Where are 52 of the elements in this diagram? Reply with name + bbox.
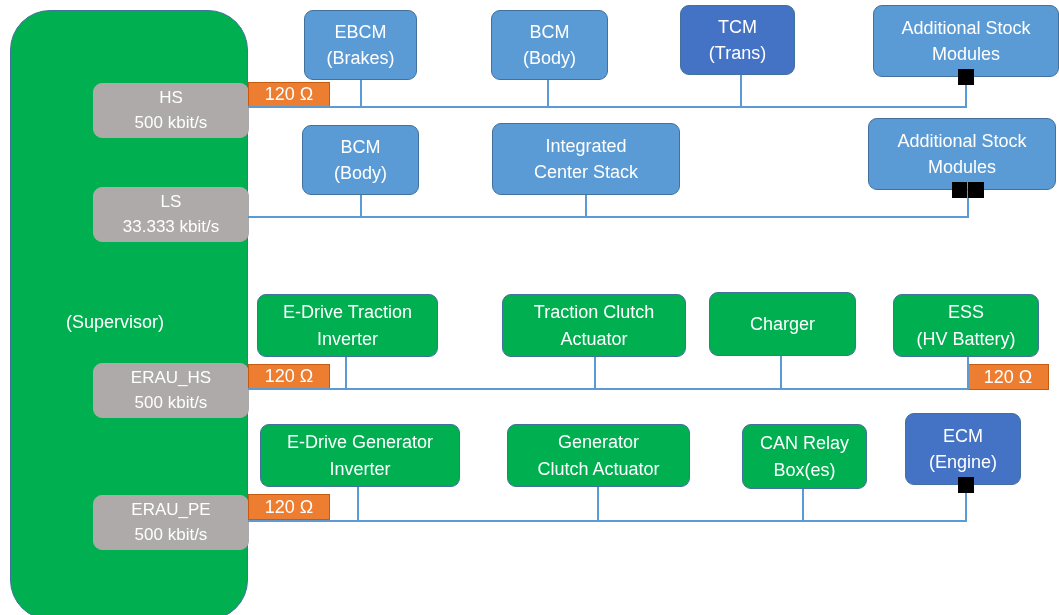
module-name: Integrated Center Stack [532, 134, 639, 184]
module-box [304, 10, 417, 80]
resistance-value: 120 Ω [983, 365, 1033, 389]
module-box [680, 5, 795, 75]
terminating-resistor [248, 82, 330, 107]
module-name: BCM (Body) [523, 20, 576, 70]
bus-port [93, 83, 249, 138]
bus-port [93, 363, 249, 418]
module-name: Charger [750, 312, 815, 336]
bus-name: ERAU_PE [131, 498, 211, 521]
module-name: E-Drive Generator Inverter [285, 431, 435, 481]
module-name: Additional Stock Modules [900, 16, 1032, 66]
module-name: TCM (Trans) [708, 15, 767, 65]
module-name: Traction Clutch Actuator [532, 301, 656, 351]
bus-speed: 500 kbit/s [134, 523, 208, 546]
terminating-resistor [967, 364, 1049, 390]
module-box [492, 123, 680, 195]
terminating-resistor [248, 494, 330, 520]
resistance-value: 120 Ω [264, 365, 314, 389]
bus-speed: 500 kbit/s [134, 391, 208, 414]
module-name: Generator Clutch Actuator [536, 431, 661, 481]
module-name: ESS (HV Battery) [916, 301, 1016, 351]
bus-name: ERAU_HS [130, 366, 212, 389]
module-box [257, 294, 438, 357]
module-box [868, 118, 1056, 190]
module-box [491, 10, 608, 80]
module-name: CAN Relay Box(es) [759, 432, 850, 482]
module-box [893, 294, 1039, 357]
module-name: Additional Stock Modules [896, 129, 1028, 179]
resistance-value: 120 Ω [264, 495, 314, 519]
controller-panel [10, 10, 248, 615]
controller-label: (Supervisor) [66, 311, 165, 334]
module-box [260, 424, 460, 487]
module-name: ECM (Engine) [928, 424, 997, 474]
module-box [873, 5, 1059, 77]
module-box [742, 424, 867, 489]
module-name: EBCM (Brakes) [326, 20, 395, 70]
module-box [507, 424, 690, 487]
bus-port [93, 187, 249, 242]
module-box [905, 413, 1021, 485]
resistance-value: 120 Ω [264, 83, 314, 107]
bus-port [93, 495, 249, 550]
module-name: E-Drive Traction Inverter [281, 301, 413, 351]
bus-name: HS [159, 86, 183, 109]
module-name: BCM (Body) [334, 135, 387, 185]
bus-speed: 500 kbit/s [134, 111, 208, 134]
bus-speed: 33.333 kbit/s [122, 215, 220, 238]
bus-name: LS [160, 190, 182, 213]
module-box [502, 294, 686, 357]
terminating-resistor [248, 364, 330, 389]
module-box [709, 292, 856, 356]
module-box [302, 125, 419, 195]
